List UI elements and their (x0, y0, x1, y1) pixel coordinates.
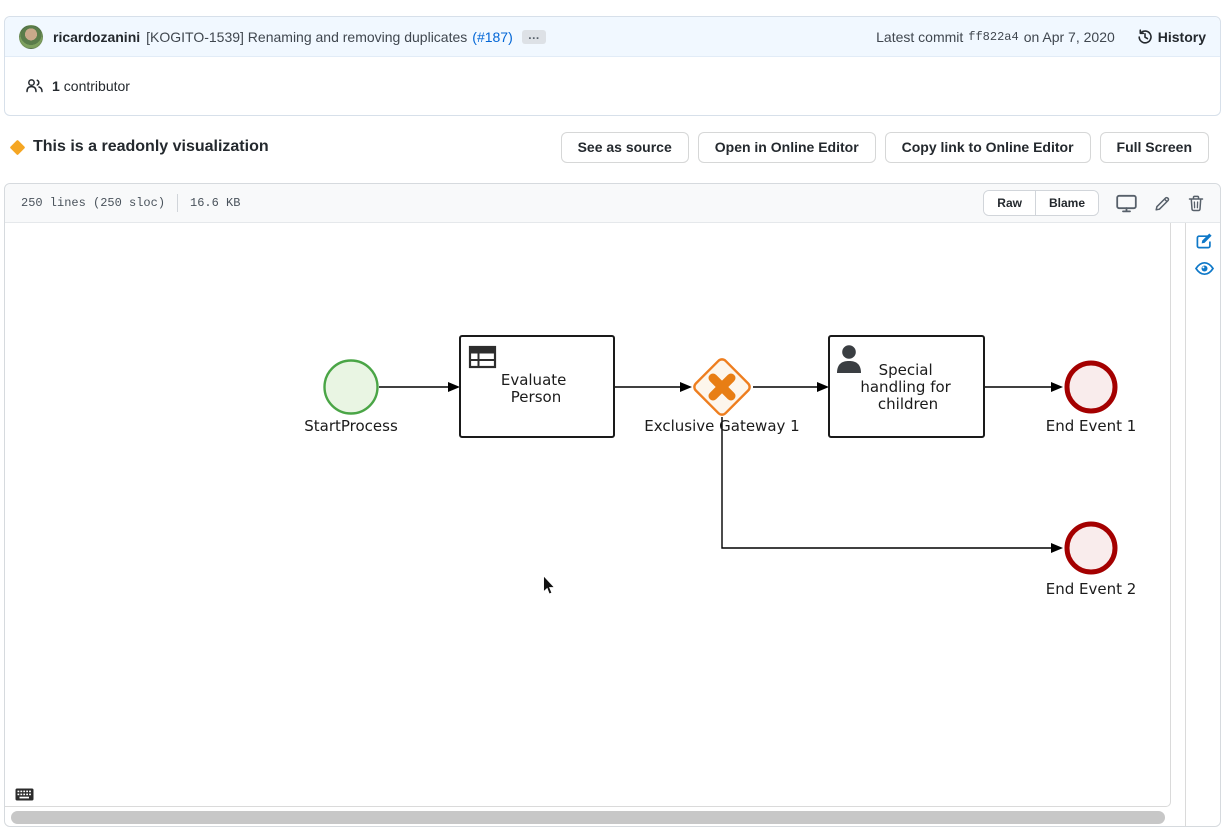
file-header-bar: 250 lines (250 sloc) 16.6 KB Raw Blame (5, 184, 1220, 223)
readonly-viz-header: This is a readonly visualization See as … (4, 130, 1221, 164)
node-exclusive-gateway[interactable]: Exclusive Gateway 1 (644, 357, 799, 435)
task2-label-line3: children (878, 395, 938, 413)
full-screen-button[interactable]: Full Screen (1100, 132, 1209, 163)
end-event-2-label: End Event 2 (1046, 580, 1137, 598)
contributors-row[interactable]: 1 contributor (5, 57, 1220, 115)
see-as-source-button[interactable]: See as source (561, 132, 689, 163)
people-icon (26, 78, 43, 94)
gateway-label: Exclusive Gateway 1 (644, 417, 799, 435)
task2-label-line1: Special (879, 361, 933, 379)
desktop-icon (1116, 194, 1137, 213)
readonly-viz-title: This is a readonly visualization (33, 138, 269, 156)
open-in-online-editor-button[interactable]: Open in Online Editor (698, 132, 876, 163)
commit-hash[interactable]: ff822a4 (968, 30, 1018, 44)
node-end-event-2[interactable]: End Event 2 (1046, 524, 1137, 598)
avatar[interactable] (19, 25, 43, 49)
keyboard-shortcuts-icon[interactable] (15, 788, 34, 801)
pr-link[interactable]: (#187) (472, 29, 512, 45)
latest-commit-label: Latest commit (876, 29, 963, 45)
svg-text:Evaluate Person: Evaluate Person (501, 371, 571, 406)
latest-commit-bar: ricardozanini [KOGITO-1539] Renaming and… (5, 17, 1220, 57)
end-event-1-label: End Event 1 (1046, 417, 1137, 435)
eye-icon (1195, 261, 1214, 276)
commit-date: on Apr 7, 2020 (1024, 29, 1115, 45)
horizontal-scrollbar-thumb[interactable] (11, 811, 1165, 824)
task1-label-line2: Person (511, 388, 561, 406)
pencil-icon (1154, 195, 1171, 212)
copy-link-to-online-editor-button[interactable]: Copy link to Online Editor (885, 132, 1091, 163)
business-rule-task-icon (470, 347, 495, 367)
raw-button[interactable]: Raw (984, 191, 1035, 215)
blame-button[interactable]: Blame (1035, 191, 1098, 215)
bpmn-viewer: StartProcess Evaluate Person (5, 223, 1220, 826)
commit-message[interactable]: [KOGITO-1539] Renaming and removing dupl… (146, 29, 467, 45)
node-start-event[interactable]: StartProcess (304, 361, 398, 436)
viz-action-buttons: See as source Open in Online Editor Copy… (561, 132, 1209, 163)
commit-ellipsis-button[interactable]: … (522, 30, 546, 44)
gateway-x-icon (713, 378, 731, 396)
contributor-count: 1 (52, 78, 60, 94)
raw-blame-group: Raw Blame (983, 190, 1099, 216)
node-end-event-1[interactable]: End Event 1 (1046, 363, 1137, 435)
file-meta: 250 lines (250 sloc) 16.6 KB (21, 194, 240, 212)
viewer-side-toolbar (1185, 223, 1222, 826)
history-button[interactable]: History (1137, 29, 1206, 45)
file-view-box: 250 lines (250 sloc) 16.6 KB Raw Blame (4, 183, 1221, 827)
desktop-button[interactable] (1116, 194, 1137, 213)
delete-button[interactable] (1188, 195, 1204, 212)
edit-square-icon (1195, 232, 1213, 250)
contributor-label: contributor (64, 78, 130, 94)
trash-icon (1188, 195, 1204, 212)
history-label: History (1158, 29, 1206, 45)
task2-label-line2: handling for (860, 378, 951, 396)
commit-info-box: ricardozanini [KOGITO-1539] Renaming and… (4, 16, 1221, 116)
latest-commit-meta: Latest commit ff822a4 on Apr 7, 2020 His… (876, 29, 1206, 45)
horizontal-scrollbar[interactable] (5, 809, 1171, 826)
node-business-rule-task[interactable]: Evaluate Person (460, 336, 614, 437)
node-user-task[interactable]: Special handling for children (829, 336, 984, 437)
readonly-diamond-icon (10, 139, 26, 155)
edit-button[interactable] (1154, 195, 1171, 212)
start-event-label: StartProcess (304, 417, 398, 435)
preview-eye-button[interactable] (1195, 261, 1214, 276)
bpmn-diagram: StartProcess Evaluate Person (5, 223, 1171, 807)
file-lines-info: 250 lines (250 sloc) (21, 196, 165, 210)
bpmn-canvas[interactable]: StartProcess Evaluate Person (5, 223, 1171, 807)
file-size: 16.6 KB (190, 196, 240, 210)
file-meta-divider (177, 194, 178, 212)
history-clock-icon (1137, 29, 1153, 45)
edit-diagram-button[interactable] (1195, 232, 1213, 250)
file-actions: Raw Blame (983, 190, 1204, 216)
task1-label-line1: Evaluate (501, 371, 567, 389)
commit-author-link[interactable]: ricardozanini (53, 29, 140, 45)
